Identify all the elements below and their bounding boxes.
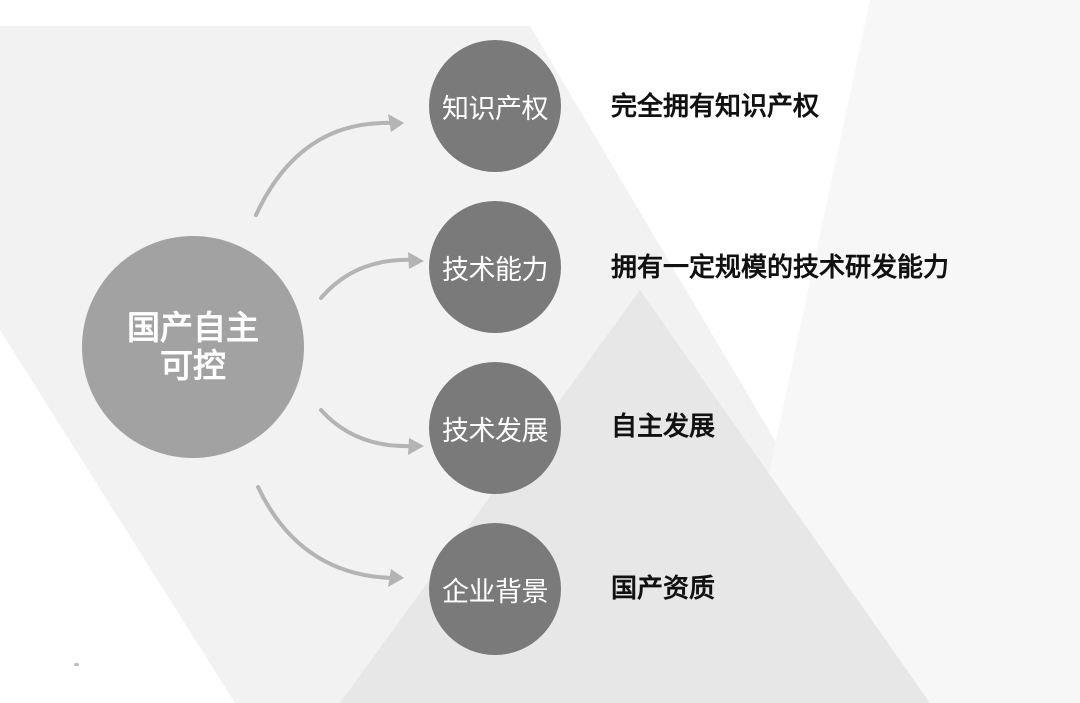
- arrowhead-4: [388, 569, 404, 587]
- center-label-line2: 可控: [160, 346, 226, 385]
- arrowhead-1: [388, 114, 404, 132]
- branch-node-label: 知识产权: [442, 93, 549, 125]
- branch-node-label: 技术能力: [442, 254, 549, 286]
- branch-node-label: 技术发展: [442, 415, 549, 447]
- arrow-to-branch-4: [256, 485, 394, 580]
- branch-node-tech-capability: 技术能力: [429, 201, 561, 333]
- background-right-faint: [720, 0, 1080, 703]
- center-label-line1: 国产自主: [127, 308, 259, 347]
- arrowhead-2: [408, 252, 424, 269]
- branch-description-ip: 完全拥有知识产权: [611, 92, 820, 122]
- branch-description-tech-development: 自主发展: [611, 412, 716, 442]
- branch-description-tech-capability: 拥有一定规模的技术研发能力: [611, 253, 950, 283]
- arrow-to-branch-2: [319, 257, 414, 300]
- branch-description-enterprise-background: 国产资质: [611, 574, 716, 604]
- branch-node-enterprise-background: 企业背景: [429, 523, 561, 655]
- branch-node-tech-development: 技术发展: [429, 362, 561, 494]
- center-node: 国产自主 可控: [82, 236, 304, 458]
- decorative-dot: [74, 663, 79, 666]
- arrow-to-branch-3: [319, 408, 414, 449]
- branch-node-ip: 知识产权: [429, 40, 561, 172]
- branch-node-label: 企业背景: [442, 576, 549, 608]
- arrowhead-3: [408, 438, 424, 455]
- arrow-to-branch-1: [254, 120, 394, 217]
